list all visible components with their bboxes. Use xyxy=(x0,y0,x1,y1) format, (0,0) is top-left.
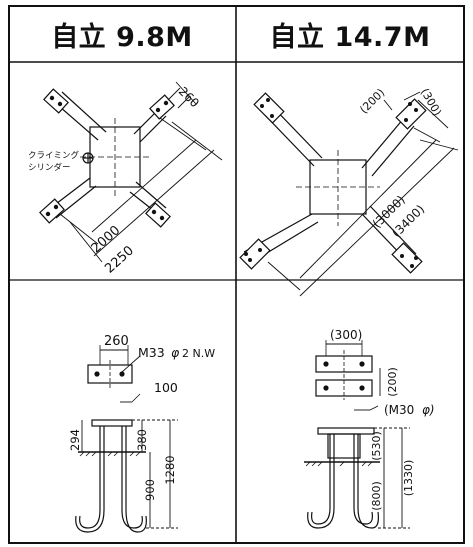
right-base-plate xyxy=(317,427,375,435)
right-plan-view xyxy=(239,91,459,297)
left-bolts xyxy=(45,95,169,221)
right-bolt-spec: (M30 xyxy=(384,403,414,417)
left-dim-base-plate: 294 xyxy=(68,429,82,451)
right-dim-total: (1330) xyxy=(402,460,415,497)
right-section-detail xyxy=(304,340,410,529)
left-base-plate xyxy=(91,419,133,427)
climbing-label-line1: クライミング xyxy=(28,150,80,161)
table-frame xyxy=(8,5,465,544)
left-ground-hatch xyxy=(79,451,141,457)
left-plan-labels: 260 2000 2250 クライミング シリンダー xyxy=(28,84,202,276)
right-end-plates xyxy=(239,92,427,274)
right-dim-plate-height: (200) xyxy=(386,367,399,397)
left-dim-offset: 100 xyxy=(154,380,178,395)
left-plan-view xyxy=(39,81,223,263)
left-section-detail xyxy=(75,345,178,533)
right-section-dimensions xyxy=(374,427,410,529)
left-section-labels: 260 M33 φ 2 N.W 100 294 380 900 1280 xyxy=(68,334,215,501)
right-plan-dimensions xyxy=(267,91,459,297)
right-anchor-rods xyxy=(307,434,379,529)
right-section-labels: (300) (200) (M30 φ) (530) (800) (1330) xyxy=(330,328,435,511)
right-dim-upper: (530) xyxy=(370,431,383,461)
left-dim-total: 1280 xyxy=(163,455,177,484)
left-top-plate xyxy=(87,364,133,384)
left-plan-dimensions xyxy=(59,81,223,263)
left-bolt-phi: φ xyxy=(171,345,180,360)
right-dim-top-width: (300) xyxy=(330,328,362,342)
right-plan-labels: (200) (300) (3000) (3400) xyxy=(357,86,444,240)
left-section-dimensions xyxy=(81,419,178,529)
left-end-plates xyxy=(39,88,175,228)
right-dim-flange-a: (200) xyxy=(357,86,387,116)
left-dim-lower: 900 xyxy=(143,479,157,501)
left-column-title: 自立 9.8M xyxy=(51,21,193,53)
left-dim-top-width: 260 xyxy=(104,334,129,349)
left-dim-upper: 380 xyxy=(135,429,149,451)
right-bolts xyxy=(244,98,418,268)
right-cross-beams xyxy=(243,103,417,263)
right-column-title: 自立 14.7M xyxy=(269,21,431,53)
climbing-label-line2: シリンダー xyxy=(28,162,71,173)
right-dim-lower: (800) xyxy=(370,481,383,511)
right-ground-hatch xyxy=(305,461,373,467)
left-anchor-rods xyxy=(75,426,147,533)
left-bolt-spec: M33 xyxy=(138,345,165,360)
right-bolt-phi: φ) xyxy=(422,403,435,417)
left-bolt-count: 2 N.W xyxy=(182,347,215,360)
